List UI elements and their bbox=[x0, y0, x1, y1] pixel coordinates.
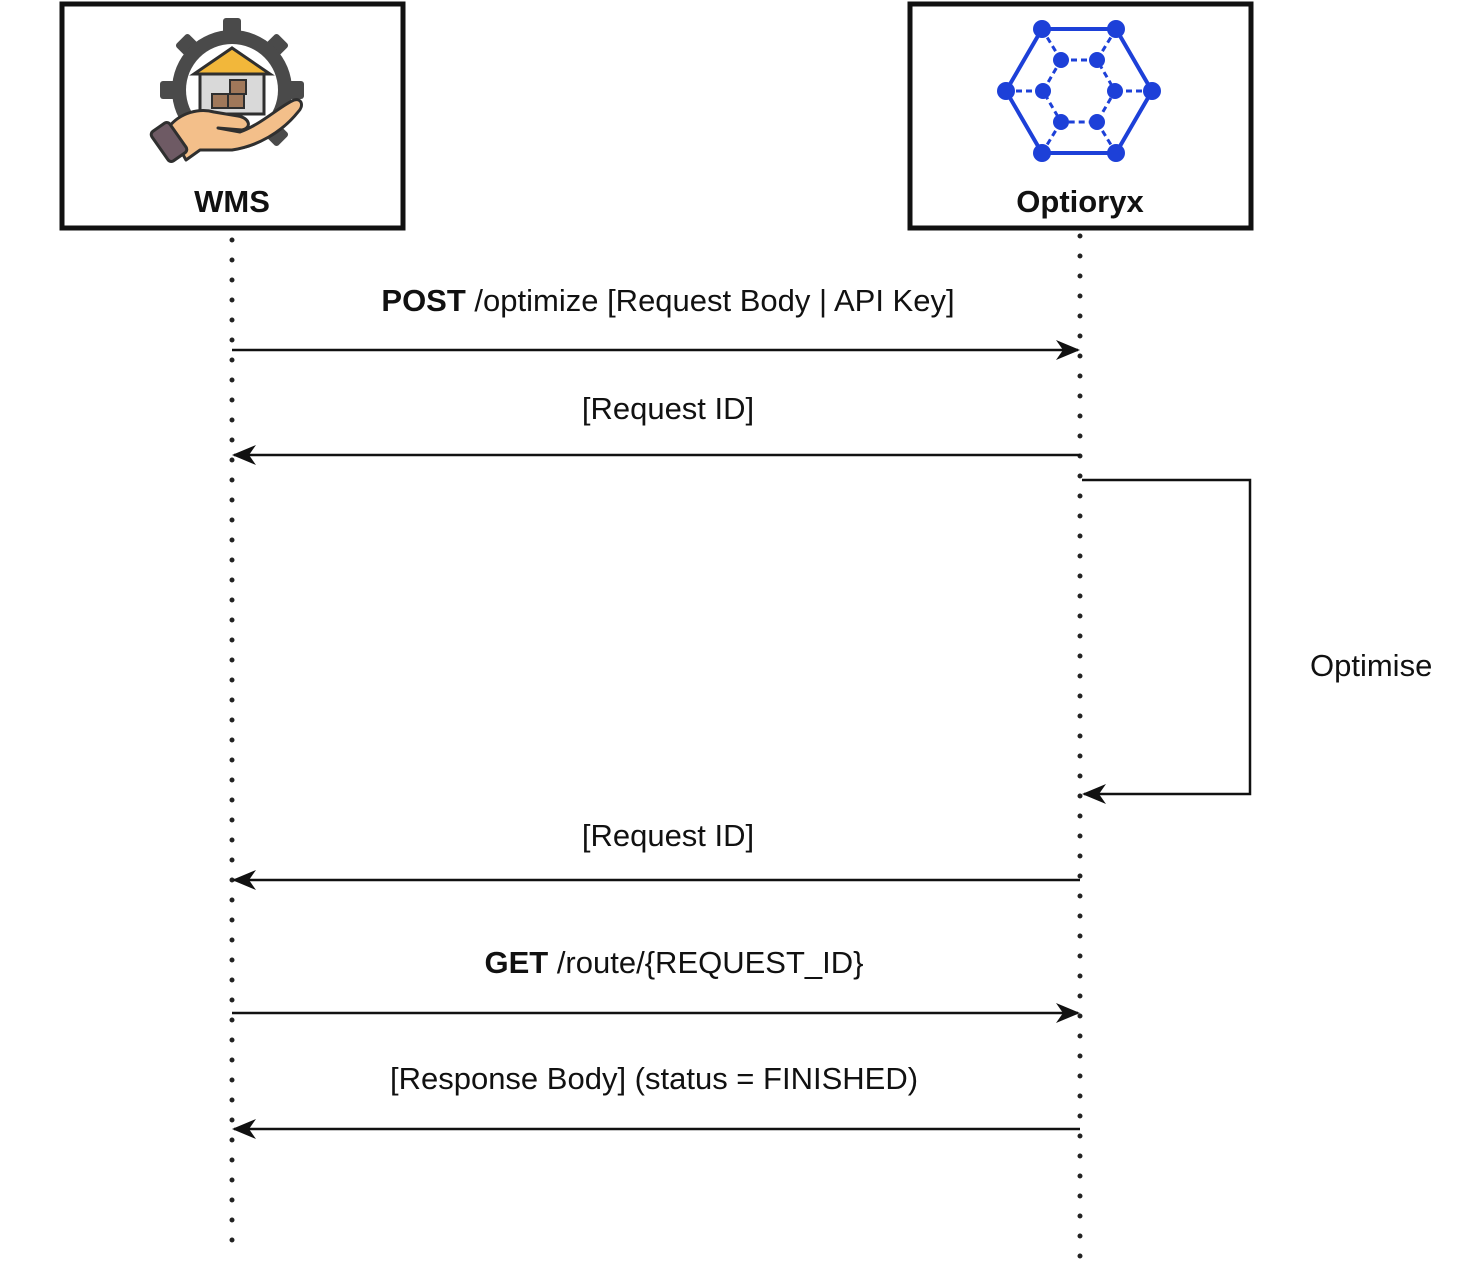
self-loop-arrow bbox=[1082, 478, 1252, 804]
message-label: [Request ID] bbox=[582, 818, 754, 853]
message-label: GET /route/{REQUEST_ID} bbox=[484, 945, 863, 980]
message-label: [Request ID] bbox=[582, 391, 754, 426]
wms-participant: WMS bbox=[59, 1, 406, 231]
message-response-body: [Response Body] (status = FINISHED) bbox=[232, 1061, 1080, 1139]
message-label: POST /optimize [Request Body | API Key] bbox=[381, 283, 954, 318]
message-label: Optimise bbox=[1310, 648, 1432, 683]
warehouse-hand-gear-icon bbox=[149, 18, 304, 163]
wms-label: WMS bbox=[194, 184, 270, 219]
message-request-id-2: [Request ID] bbox=[232, 818, 1080, 890]
message-post-optimize: POST /optimize [Request Body | API Key] bbox=[232, 283, 1080, 360]
http-method: GET bbox=[484, 945, 548, 980]
optioryx-label: Optioryx bbox=[1016, 184, 1144, 219]
optioryx-box bbox=[907, 1, 1254, 231]
message-text: /optimize [Request Body | API Key] bbox=[466, 283, 955, 318]
message-get-route: GET /route/{REQUEST_ID} bbox=[232, 945, 1080, 1023]
http-method: POST bbox=[381, 283, 465, 318]
message-request-id-1: [Request ID] bbox=[232, 391, 1080, 465]
message-text: /route/{REQUEST_ID} bbox=[548, 945, 863, 980]
message-label: [Response Body] (status = FINISHED) bbox=[390, 1061, 918, 1096]
optioryx-participant: Optioryx bbox=[907, 1, 1254, 231]
hexagon-network-icon bbox=[997, 20, 1161, 162]
message-self-optimise: Optimise bbox=[1082, 478, 1432, 804]
